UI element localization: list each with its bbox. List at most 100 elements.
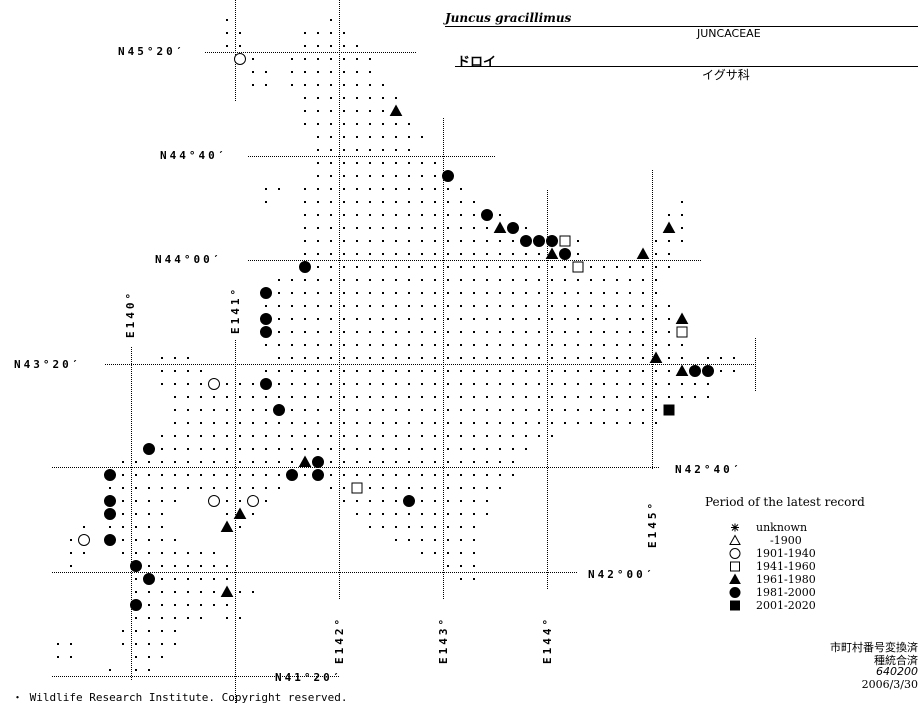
grid-dot [343, 357, 345, 359]
filled-circle-marker [104, 534, 116, 546]
grid-dot [278, 474, 280, 476]
grid-dot [161, 591, 163, 593]
filled-circle-marker [104, 469, 116, 481]
grid-dot [148, 669, 150, 671]
grid-dot [564, 318, 566, 320]
grid-dot [538, 370, 540, 372]
grid-dot [499, 331, 501, 333]
grid-dot [603, 409, 605, 411]
grid-dot [161, 526, 163, 528]
grid-dot [70, 656, 72, 658]
grid-dot [408, 539, 410, 541]
grid-dot [213, 435, 215, 437]
grid-dot [148, 591, 150, 593]
grid-dot [291, 409, 293, 411]
grid-dot [616, 357, 618, 359]
grid-dot [343, 266, 345, 268]
grid-dot [486, 279, 488, 281]
grid-dot [473, 500, 475, 502]
grid-dot [382, 175, 384, 177]
grid-dot [434, 448, 436, 450]
grid-dot [200, 578, 202, 580]
grid-dot [330, 370, 332, 372]
grid-dot [551, 370, 553, 372]
grid-dot [486, 422, 488, 424]
grid-dot [304, 188, 306, 190]
grid-dot [213, 552, 215, 554]
grid-dot [421, 305, 423, 307]
grid-dot [421, 539, 423, 541]
grid-dot [408, 240, 410, 242]
grid-dot [629, 422, 631, 424]
grid-dot [187, 383, 189, 385]
grid-dot [343, 422, 345, 424]
grid-dot [577, 344, 579, 346]
grid-dot [616, 305, 618, 307]
grid-dot [291, 84, 293, 86]
grid-dot [278, 188, 280, 190]
open-circle-marker [208, 495, 220, 507]
grid-dot [499, 487, 501, 489]
longitude-label-e145: E145° [646, 499, 659, 548]
grid-dot [148, 513, 150, 515]
grid-dot [369, 396, 371, 398]
grid-dot [590, 422, 592, 424]
grid-dot [278, 344, 280, 346]
grid-dot [382, 305, 384, 307]
grid-dot [369, 292, 371, 294]
grid-dot [460, 240, 462, 242]
grid-dot [330, 201, 332, 203]
grid-dot [278, 396, 280, 398]
grid-dot [590, 370, 592, 372]
grid-dot [343, 97, 345, 99]
legend-item-filled-circle: 1981-2000 [728, 586, 816, 599]
grid-dot [226, 461, 228, 463]
grid-dot [265, 500, 267, 502]
grid-dot [304, 396, 306, 398]
grid-dot [668, 370, 670, 372]
grid-dot [408, 136, 410, 138]
grid-dot [187, 435, 189, 437]
survey-grid-dots [57, 19, 735, 671]
note-municipality-converted: 市町村番号変換済 [830, 641, 918, 654]
grid-dot [174, 474, 176, 476]
grid-dot [668, 318, 670, 320]
grid-dot [486, 448, 488, 450]
grid-dot [499, 292, 501, 294]
grid-dot [317, 110, 319, 112]
grid-dot [434, 513, 436, 515]
grid-dot [382, 162, 384, 164]
grid-dot [200, 474, 202, 476]
grid-dot [239, 45, 241, 47]
grid-dot [408, 279, 410, 281]
grid-dot [434, 370, 436, 372]
grid-dot [291, 279, 293, 281]
grid-dot [642, 318, 644, 320]
grid-dot [538, 266, 540, 268]
grid-dot [57, 656, 59, 658]
grid-dot [317, 188, 319, 190]
grid-dot [499, 474, 501, 476]
grid-dot [187, 578, 189, 580]
latitude-label-n42-40: N42°40′ [675, 463, 743, 476]
grid-dot [265, 201, 267, 203]
grid-dot [148, 539, 150, 541]
grid-dot [590, 383, 592, 385]
grid-dot [330, 448, 332, 450]
grid-dot [447, 396, 449, 398]
grid-dot [135, 578, 137, 580]
grid-dot [395, 97, 397, 99]
grid-dot [343, 396, 345, 398]
grid-dot [525, 409, 527, 411]
grid-dot [70, 643, 72, 645]
grid-dot [499, 305, 501, 307]
grid-dot [291, 370, 293, 372]
grid-dot [447, 240, 449, 242]
grid-dot [213, 591, 215, 593]
grid-dot [733, 357, 735, 359]
grid-dot [382, 513, 384, 515]
grid-dot [655, 409, 657, 411]
grid-dot [460, 448, 462, 450]
filled-square-marker [663, 404, 675, 416]
grid-dot [291, 435, 293, 437]
